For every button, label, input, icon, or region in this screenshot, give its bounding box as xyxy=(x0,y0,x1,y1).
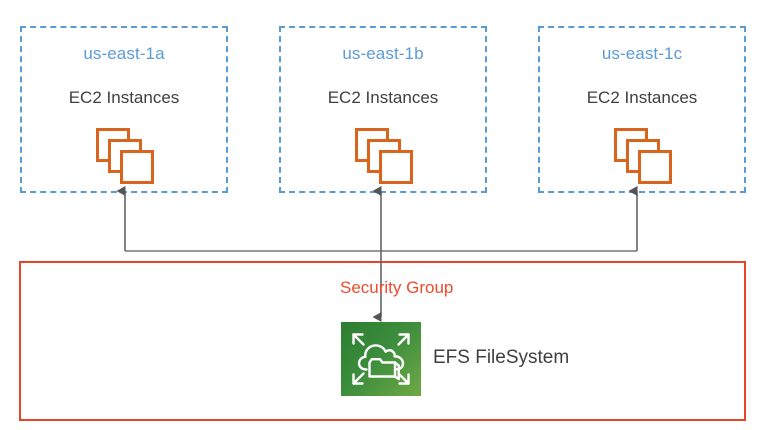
ec2-instances-icon[interactable] xyxy=(355,128,421,184)
az-resource-label-us-east-1b: EC2 Instances xyxy=(327,88,439,107)
az-resource-label-us-east-1c: EC2 Instances xyxy=(586,88,698,107)
ec2-instances-icon[interactable] xyxy=(614,128,680,184)
availability-zone-us-east-1b[interactable]: us-east-1b EC2 Instances xyxy=(279,26,487,193)
ec2-square-front xyxy=(120,150,154,184)
security-group-boundary[interactable] xyxy=(19,261,746,421)
az-title-us-east-1c: us-east-1c xyxy=(601,44,683,63)
az-title-us-east-1b: us-east-1b xyxy=(342,44,424,63)
az-resource-label-us-east-1a: EC2 Instances xyxy=(68,88,180,107)
az-title-us-east-1a: us-east-1a xyxy=(83,44,165,63)
ec2-square-front xyxy=(379,150,413,184)
efs-filesystem-label: EFS FileSystem xyxy=(433,347,570,368)
availability-zone-us-east-1c[interactable]: us-east-1c EC2 Instances xyxy=(538,26,746,193)
availability-zone-us-east-1a[interactable]: us-east-1a EC2 Instances xyxy=(20,26,228,193)
ec2-square-front xyxy=(638,150,672,184)
efs-filesystem-icon[interactable] xyxy=(341,322,421,396)
ec2-instances-icon[interactable] xyxy=(96,128,162,184)
security-group-label: Security Group xyxy=(340,278,454,297)
